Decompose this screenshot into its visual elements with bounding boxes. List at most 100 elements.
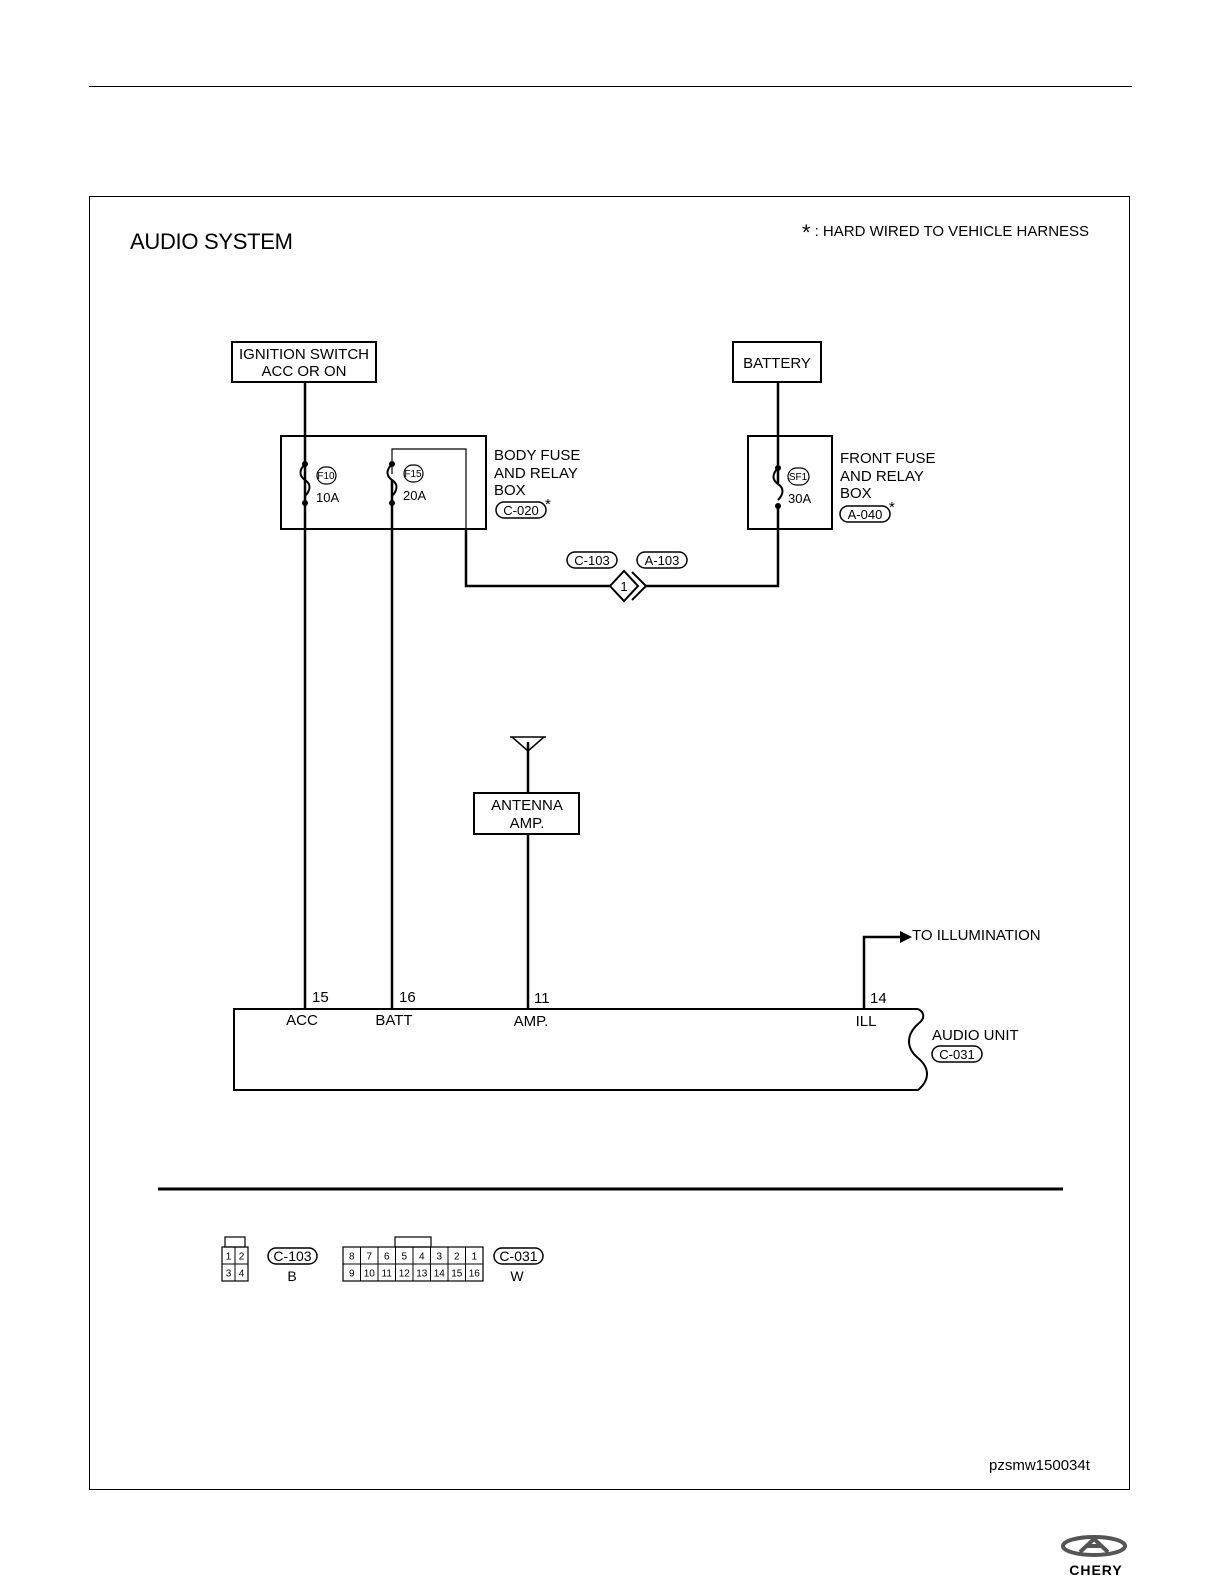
c103-tag	[566, 551, 618, 569]
f10-badge	[316, 466, 337, 485]
inline-connector-right: A-103	[645, 553, 680, 568]
connector-id-label: C-103	[273, 1248, 311, 1264]
connector-pin-number: 10	[364, 1269, 376, 1280]
a103-tag	[636, 551, 688, 569]
battery-label: BATTERY	[743, 355, 811, 372]
inline-connector-left: C-103	[574, 553, 609, 568]
audio-unit-outline	[233, 1008, 928, 1091]
header-rule	[89, 86, 1132, 87]
inline-connector-mate	[631, 571, 648, 601]
f10-rating: 10A	[316, 490, 339, 505]
ignition-switch-label-2: ACC OR ON	[261, 363, 346, 380]
inline-connector-diamond	[608, 569, 640, 603]
sf1-rating: 30A	[788, 491, 811, 506]
pin-14-number: 14	[870, 990, 887, 1007]
connector-pin-number: 12	[399, 1269, 411, 1280]
connector-pin-number: 16	[469, 1269, 481, 1280]
sf1-badge	[787, 467, 810, 486]
pin-15-name: ACC	[286, 1012, 318, 1029]
antenna-amp-label-1: ANTENNA	[491, 797, 563, 814]
pin-11-number: 11	[534, 990, 550, 1007]
fuse-sf1-symbol	[772, 467, 784, 501]
connector-lock-tab	[224, 1236, 246, 1248]
inline-connector-pin: 1	[620, 579, 627, 594]
connector-lock-tab	[394, 1236, 432, 1248]
body-fuse-asterisk: *	[545, 496, 551, 513]
pin-16-name: BATT	[375, 1012, 412, 1029]
connector-pin-number: 1	[226, 1252, 232, 1263]
connector-pin-number: 2	[239, 1252, 245, 1263]
a040-tag	[839, 505, 891, 523]
connector-pin-number: 6	[384, 1252, 390, 1263]
f15-bottom-dot	[389, 500, 395, 506]
sf1-id: SF1	[789, 472, 808, 483]
connector-id-label: C-031	[499, 1248, 537, 1264]
wire-connector-to-front-box	[646, 506, 780, 588]
antenna-symbol	[511, 736, 545, 752]
connector-pin-number: 13	[416, 1269, 428, 1280]
pin-16-number: 16	[399, 989, 416, 1006]
fuse-f15-symbol	[386, 463, 398, 497]
connector-pin-number: 14	[434, 1269, 446, 1280]
f10-bottom-dot	[302, 500, 308, 506]
illumination-arrowhead	[900, 931, 912, 943]
pin-14-name: ILL	[856, 1013, 877, 1030]
front-fuse-connector: A-040	[848, 507, 883, 522]
body-fuse-label-2: AND RELAY	[494, 465, 578, 482]
front-fuse-label-1: FRONT FUSE	[840, 450, 936, 467]
connector-pin-number: 3	[436, 1252, 442, 1263]
front-fuse-label-3: BOX	[840, 485, 872, 502]
antenna-amp-label-2: AMP.	[510, 815, 545, 832]
connector-id-tag	[267, 1247, 318, 1265]
connector-pin-number: 9	[349, 1269, 355, 1280]
chery-emblem-a	[1078, 1536, 1110, 1554]
connector-pin-number: 5	[401, 1252, 407, 1263]
connector-pin-number: 4	[419, 1252, 425, 1263]
pin-15-number: 15	[312, 989, 329, 1006]
connector-pin-number: 2	[454, 1252, 460, 1263]
antenna-amp-box	[473, 792, 580, 835]
connector-pin-number: 7	[366, 1252, 372, 1263]
wire-illumination	[862, 935, 902, 1009]
note-asterisk: *	[802, 220, 811, 245]
f15-id: F15	[404, 469, 422, 480]
connector-color-code: B	[287, 1268, 296, 1284]
chery-logo: CHERY	[1061, 1535, 1127, 1578]
f15-top-dot	[389, 461, 395, 467]
connector-pin-number: 3	[226, 1269, 232, 1280]
wire-body-box-to-connector	[464, 529, 610, 588]
diagram-title: AUDIO SYSTEM	[130, 229, 293, 254]
front-fuse-asterisk: *	[889, 499, 895, 516]
body-fuse-box	[280, 435, 487, 530]
connector-color-code: W	[510, 1268, 524, 1284]
audio-unit-connector: C-031	[939, 1047, 974, 1062]
f15-badge	[403, 464, 424, 483]
connector-id-tag	[493, 1247, 544, 1265]
connector-pin-number: 8	[349, 1252, 355, 1263]
connector-pin-number: 15	[451, 1269, 463, 1280]
note-text: : HARD WIRED TO VEHICLE HARNESS	[814, 223, 1090, 240]
document-id: pzsmw150034t	[989, 1457, 1090, 1474]
front-fuse-box	[747, 435, 833, 530]
c020-tag	[495, 501, 547, 519]
diagram-frame	[89, 196, 1130, 1490]
sf1-top-dot	[775, 465, 781, 471]
connector-pin-number: 11	[382, 1269, 393, 1280]
audio-unit-label: AUDIO UNIT	[932, 1027, 1019, 1044]
fuse-f10-symbol	[299, 463, 311, 497]
body-fuse-connector: C-020	[503, 503, 538, 518]
sf1-bottom-dot	[775, 503, 781, 509]
illumination-label: TO ILLUMINATION	[912, 927, 1041, 944]
connector-pin-number: 4	[239, 1269, 245, 1280]
pin-11-name: AMP.	[514, 1013, 549, 1030]
f15-rating: 20A	[403, 488, 426, 503]
f10-top-dot	[302, 461, 308, 467]
harness-note: *: HARD WIRED TO VEHICLE HARNESS	[802, 220, 1089, 246]
front-fuse-label-2: AND RELAY	[840, 468, 924, 485]
connector-pin-number: 1	[471, 1252, 477, 1263]
ignition-switch-label-1: IGNITION SWITCH	[239, 346, 369, 363]
c031-tag	[931, 1045, 983, 1063]
body-fuse-label-1: BODY FUSE	[494, 447, 580, 464]
